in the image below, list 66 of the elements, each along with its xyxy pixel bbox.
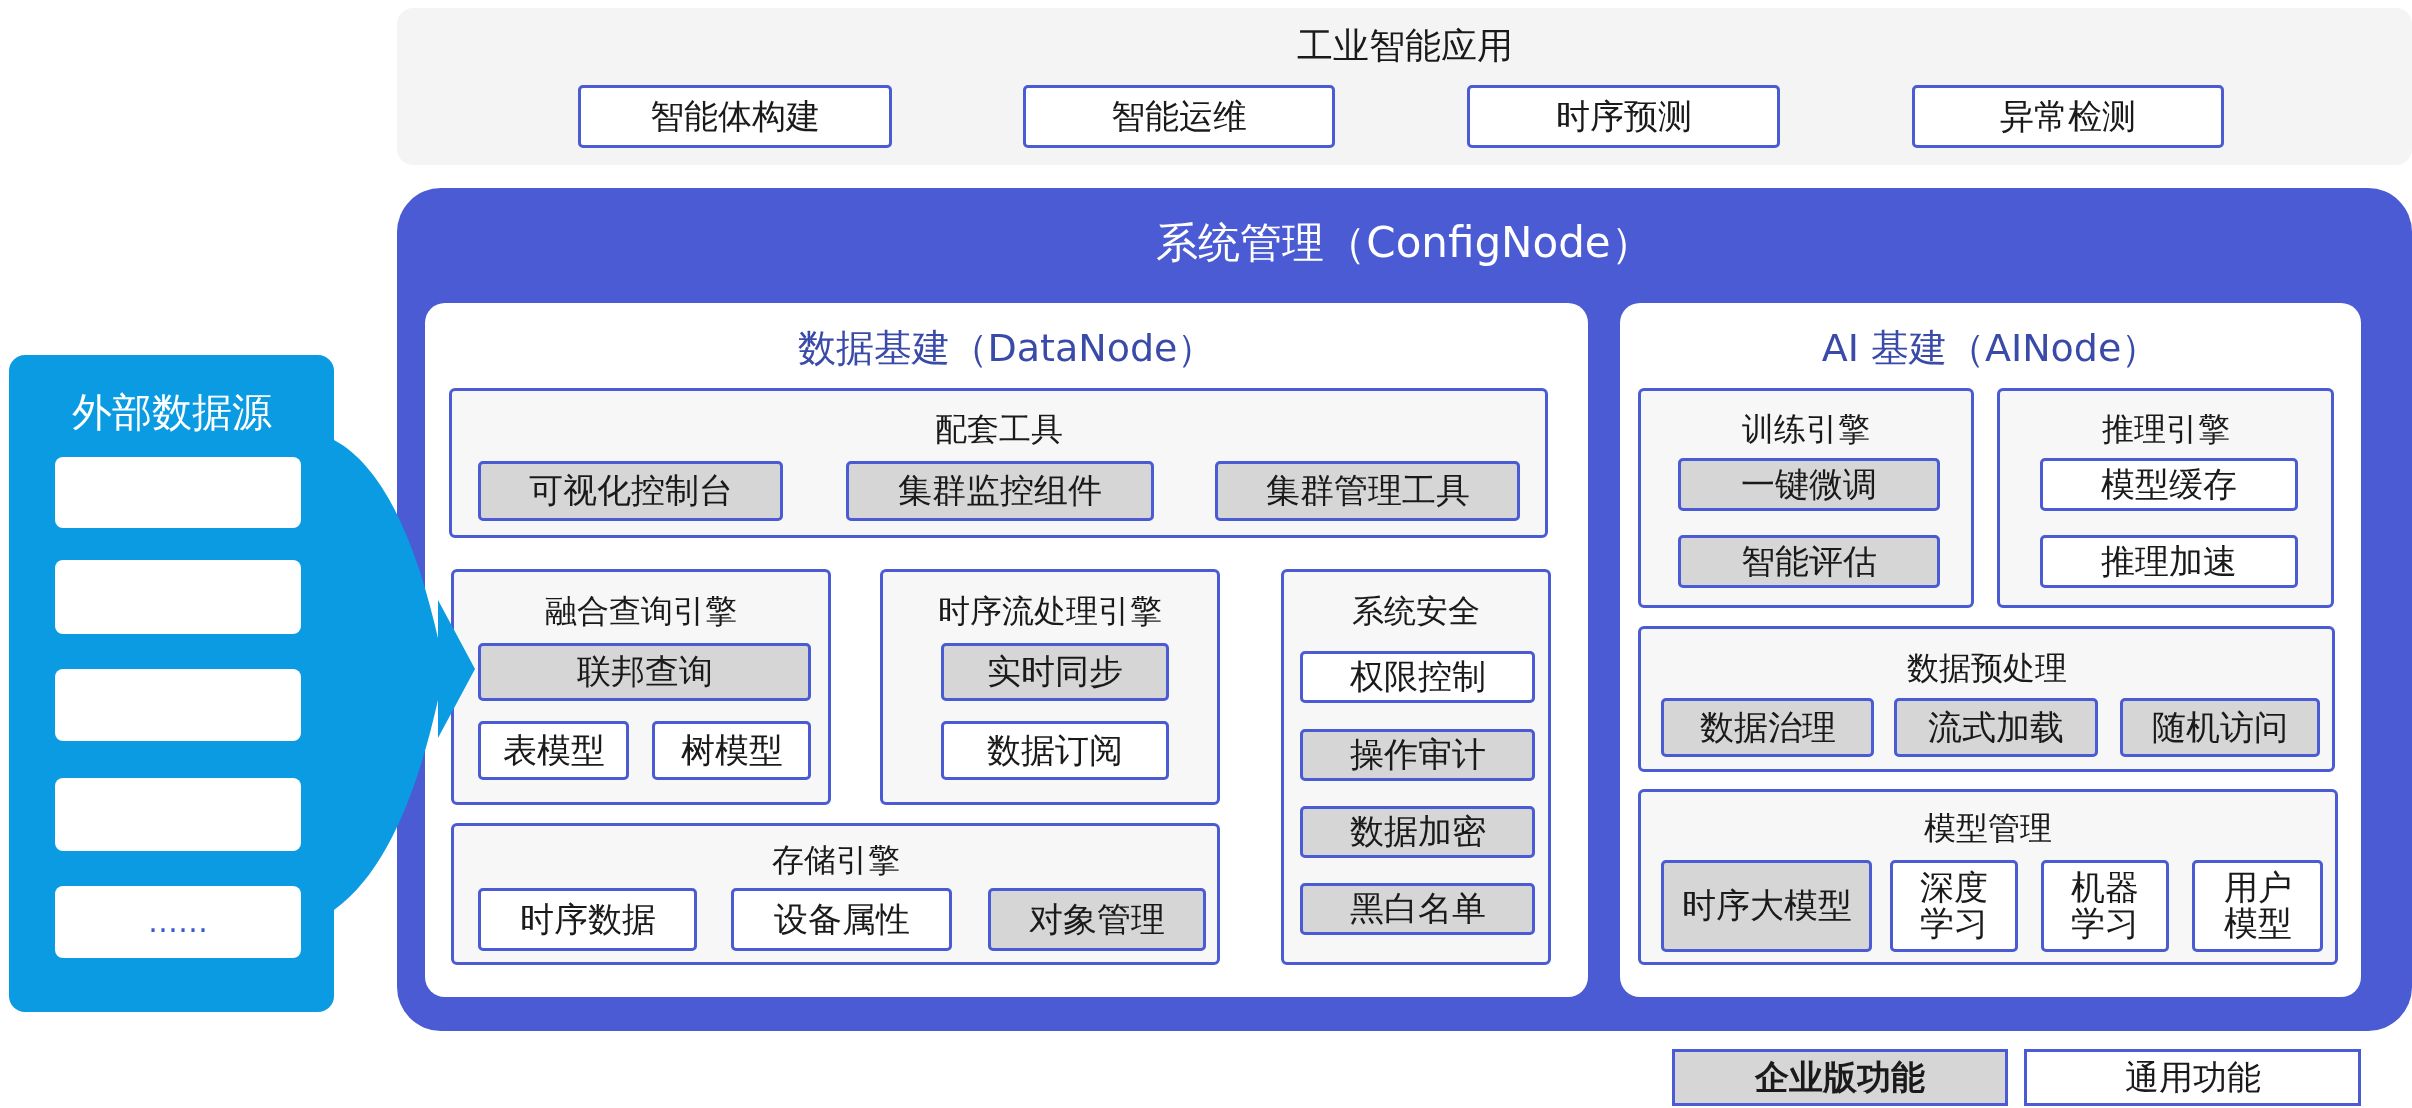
- panel-title: 模型管理: [1924, 808, 2052, 848]
- panel-title: 时序流处理引擎: [938, 591, 1162, 631]
- module-box: 智能体构建: [578, 85, 892, 148]
- module-box: 一键微调: [1678, 458, 1940, 511]
- panel-title: 系统管理（ConfigNode）: [1156, 217, 1653, 269]
- module-box: 流式加载: [1894, 698, 2098, 757]
- panel-title: 存储引擎: [771, 840, 900, 880]
- module-box: 可视化控制台: [478, 461, 783, 521]
- module-box: 推理加速: [2040, 535, 2298, 588]
- panel-title: 数据预处理: [1906, 648, 2067, 688]
- panel-title: 工业智能应用: [1296, 24, 1513, 68]
- source-box: ……: [55, 886, 301, 958]
- legend-swatch: 企业版功能: [1672, 1049, 2008, 1106]
- module-box: 数据治理: [1661, 698, 1874, 757]
- source-box: [55, 669, 301, 741]
- module-group: [1638, 388, 1974, 608]
- module-box: 数据订阅: [941, 721, 1169, 780]
- module-box: 集群管理工具: [1215, 461, 1520, 521]
- module-group: [1281, 569, 1551, 965]
- module-group: [451, 823, 1220, 965]
- module-box: 操作审计: [1300, 729, 1535, 781]
- module-group: [1997, 388, 2334, 608]
- source-box: [55, 457, 301, 528]
- module-box: 随机访问: [2120, 698, 2320, 757]
- panel-title: 融合查询引擎: [545, 591, 737, 631]
- module-box: 权限控制: [1300, 651, 1535, 703]
- module-group: [880, 569, 1220, 805]
- module-box: 机器学习: [2041, 860, 2169, 952]
- panel-title: 数据基建（DataNode）: [797, 326, 1216, 372]
- data-source-panel: [9, 355, 334, 1012]
- module-box: 模型缓存: [2040, 458, 2298, 511]
- module-box: 智能运维: [1023, 85, 1335, 148]
- module-box: 异常检测: [1912, 85, 2224, 148]
- panel-title: 外部数据源: [71, 388, 272, 436]
- module-box: 实时同步: [941, 643, 1169, 701]
- module-box: 智能评估: [1678, 535, 1940, 588]
- source-box: [55, 560, 301, 634]
- module-box: 黑白名单: [1300, 883, 1535, 935]
- module-group: [1638, 789, 2338, 965]
- system-panel: [397, 188, 2412, 1031]
- module-box: 表模型: [478, 721, 629, 780]
- module-box: 用户模型: [2192, 860, 2323, 952]
- panel-title: 训练引擎: [1742, 409, 1870, 449]
- module-box: 时序大模型: [1661, 860, 1872, 952]
- module-box: 对象管理: [988, 888, 1206, 951]
- module-box: 时序预测: [1467, 85, 1780, 148]
- datanode-panel: [425, 303, 1588, 997]
- module-box: 数据加密: [1300, 806, 1535, 858]
- arrow: [334, 440, 475, 910]
- module-box: 集群监控组件: [846, 461, 1154, 521]
- panel-title: AI 基建（AINode）: [1821, 326, 2160, 372]
- module-group: [449, 388, 1548, 538]
- ainode-panel: [1620, 303, 2361, 997]
- legend-swatch: 通用功能: [2024, 1049, 2361, 1106]
- module-group: [1638, 626, 2335, 772]
- module-box: 深度学习: [1890, 860, 2018, 952]
- application-band: [397, 8, 2412, 165]
- module-box: 设备属性: [731, 888, 952, 951]
- panel-title: 推理引擎: [2101, 409, 2230, 449]
- module-box: 树模型: [652, 721, 811, 780]
- source-box: [55, 778, 301, 851]
- module-box: 时序数据: [478, 888, 697, 951]
- module-group: [451, 569, 831, 805]
- module-box: 联邦查询: [478, 643, 811, 701]
- panel-title: 系统安全: [1352, 591, 1480, 631]
- panel-title: 配套工具: [934, 409, 1063, 449]
